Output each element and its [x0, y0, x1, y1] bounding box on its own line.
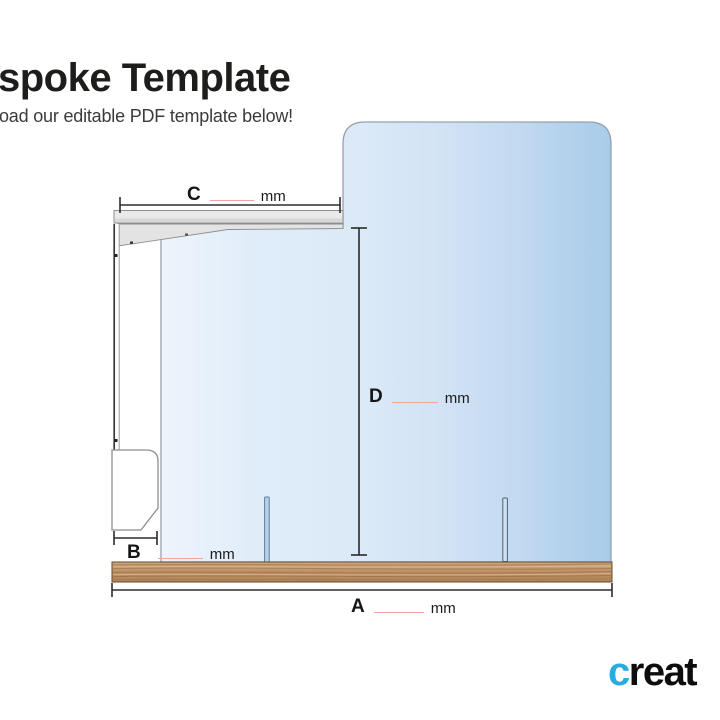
shadow-mark-2	[185, 233, 188, 236]
bath-rim-profile	[111, 449, 159, 531]
fixing-pin-left	[264, 496, 270, 563]
dim-line-b	[113, 531, 158, 545]
page-title: spoke Template	[0, 56, 291, 100]
dim-letter-b: B	[127, 542, 141, 563]
dim-letter-a: A	[351, 596, 365, 617]
dim-unit-a: mm	[430, 600, 456, 617]
fixing-pin-right	[502, 497, 508, 562]
fill-in-line-c	[209, 200, 254, 201]
dim-label-c: C mm	[187, 185, 286, 204]
brand-logo: creat	[608, 650, 698, 694]
dim-line-a	[111, 583, 613, 597]
dim-letter-d: D	[369, 386, 383, 407]
dim-label-b: B mm	[127, 543, 235, 562]
glass-panel	[160, 121, 612, 563]
wall-mark-2	[114, 439, 118, 442]
dim-unit-b: mm	[209, 546, 235, 563]
fill-in-line-b	[157, 558, 203, 559]
fill-in-line-a	[373, 612, 424, 613]
dim-line-d	[351, 227, 367, 556]
logo-rest: reat	[628, 650, 698, 694]
shadow-mark-1	[130, 241, 133, 244]
page-subtitle: oad our editable PDF template below!	[0, 106, 293, 126]
dim-label-d: D mm	[369, 387, 470, 406]
dim-unit-c: mm	[260, 188, 286, 205]
logo-first-letter: c	[608, 650, 630, 694]
dim-unit-d: mm	[444, 390, 470, 407]
floor-wood	[111, 561, 613, 583]
worktop-shelf	[113, 210, 344, 224]
wall-edge	[113, 224, 120, 452]
dim-label-a: A mm	[351, 597, 456, 616]
fill-in-line-d	[391, 402, 438, 403]
dim-letter-c: C	[187, 184, 201, 205]
wall-mark-1	[114, 254, 118, 257]
dim-line-c	[119, 197, 341, 213]
